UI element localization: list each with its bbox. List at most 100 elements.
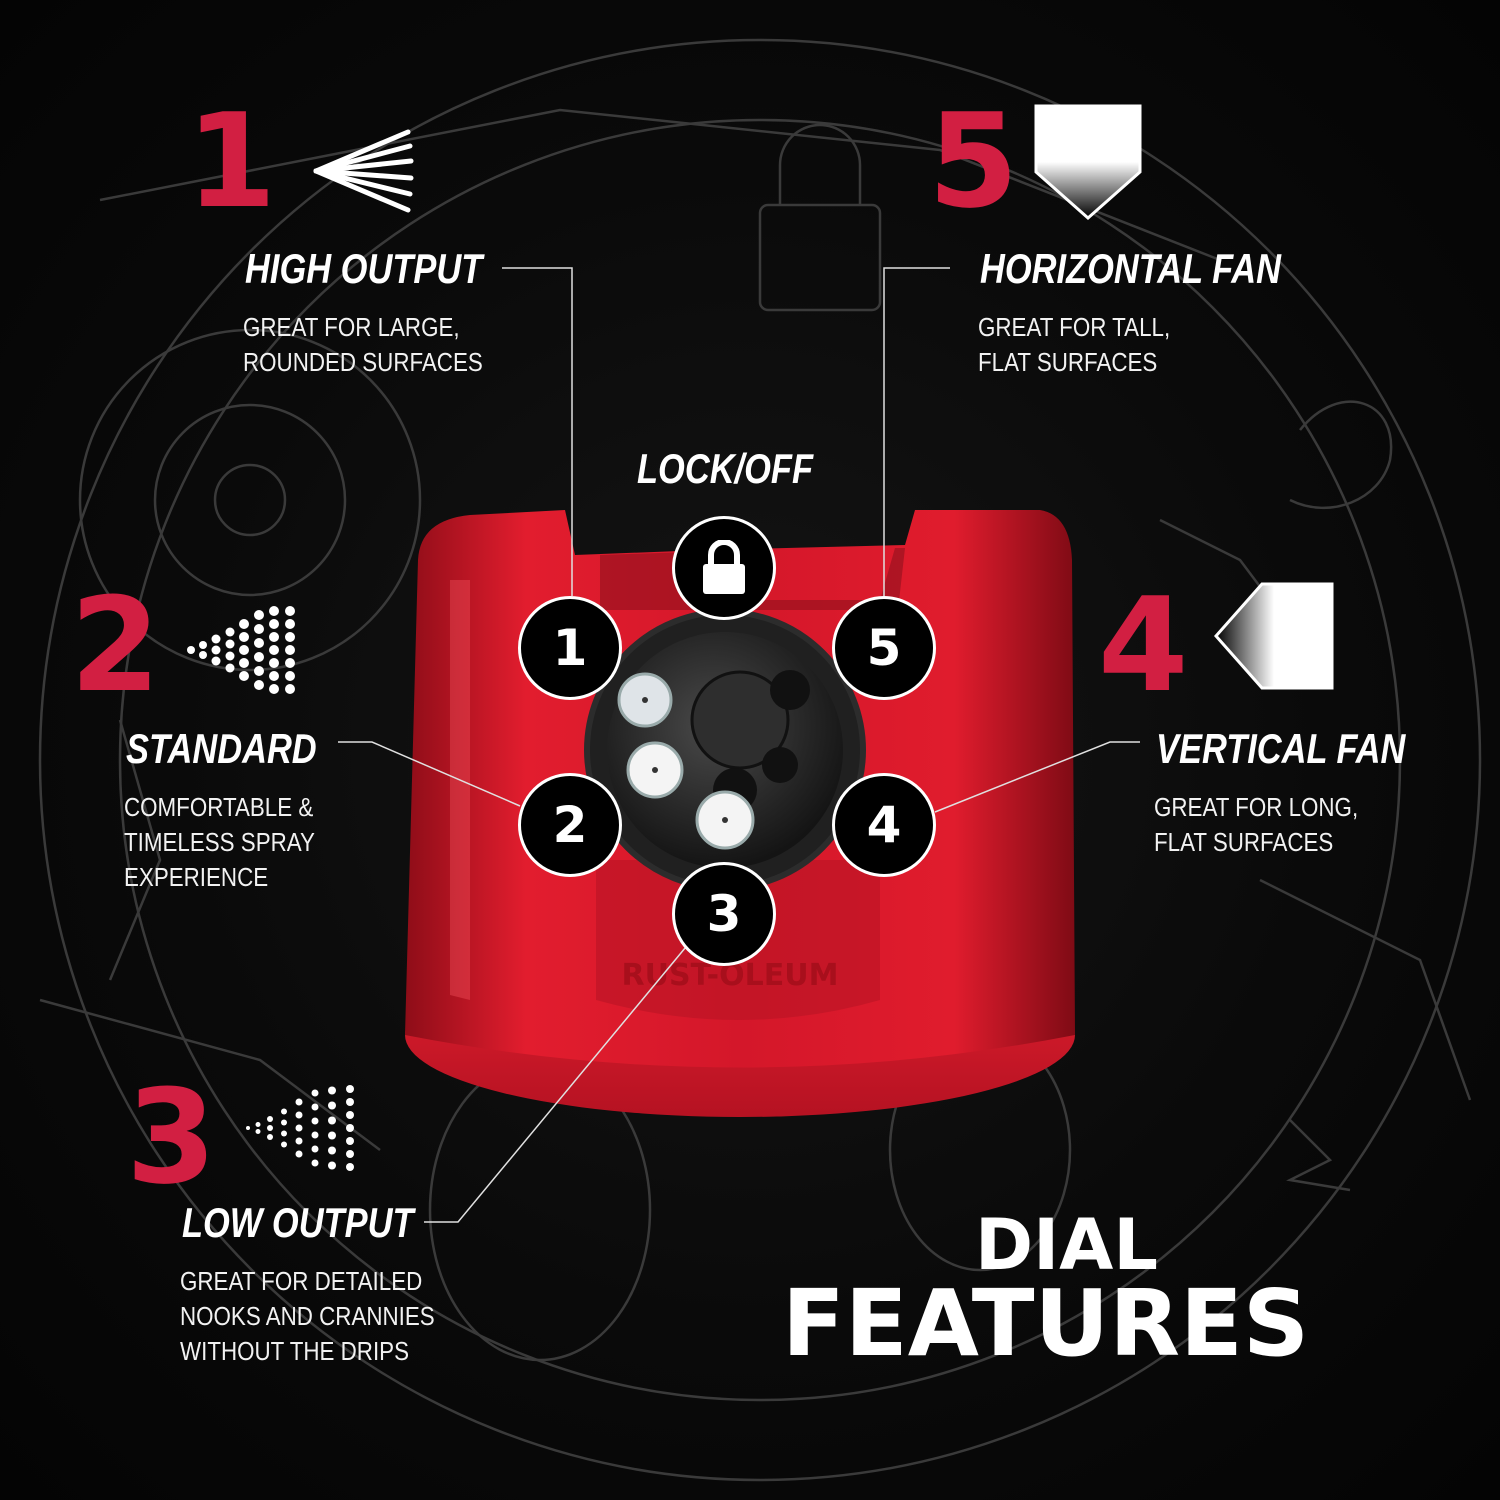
padlock-icon xyxy=(703,540,745,594)
feature-1-number: 1 xyxy=(186,85,277,237)
spray-dot xyxy=(267,1125,273,1131)
spray-dot xyxy=(239,645,249,655)
vertical-fan-icon xyxy=(1214,582,1334,690)
spray-dot xyxy=(281,1130,287,1137)
spray-dot xyxy=(211,656,221,666)
spray-dot xyxy=(255,1129,261,1134)
spray-dot xyxy=(346,1150,354,1158)
spray-dot xyxy=(246,1126,250,1130)
spray-dot xyxy=(311,1089,319,1097)
spray-dot xyxy=(225,627,235,637)
spray-dot xyxy=(285,684,295,694)
dial-badge-4: 4 xyxy=(832,773,936,877)
spray-dot xyxy=(295,1098,303,1106)
spray-dot xyxy=(225,639,235,649)
spray-dot xyxy=(267,1116,273,1122)
spray-dot xyxy=(295,1150,303,1158)
spray-dot xyxy=(254,680,264,690)
spray-dot xyxy=(211,645,221,655)
spray-dot xyxy=(311,1117,319,1125)
spray-dot xyxy=(285,632,295,642)
fine-mist-icon xyxy=(246,1085,354,1171)
spray-dot xyxy=(346,1085,354,1093)
spray-dot xyxy=(311,1131,319,1139)
spray-dot xyxy=(281,1108,287,1115)
spray-dot xyxy=(295,1137,303,1145)
spray-dot xyxy=(285,671,295,681)
headline-line-1: DIAL xyxy=(975,1204,1158,1286)
lock-off-title: LOCK/OFF xyxy=(637,445,814,492)
feature-2-description: COMFORTABLE & TIMELESS SPRAY EXPERIENCE xyxy=(124,792,315,892)
spray-dot xyxy=(346,1163,354,1171)
spray-dot xyxy=(328,1101,336,1110)
feature-1-description: GREAT FOR LARGE, ROUNDED SURFACES xyxy=(243,312,483,377)
dial-badge-1: 1 xyxy=(518,596,622,700)
spray-dot xyxy=(187,646,195,654)
spray-dot xyxy=(285,619,295,629)
spray-dots-icon xyxy=(187,606,295,694)
spray-dot xyxy=(346,1111,354,1119)
spray-dot xyxy=(346,1098,354,1106)
spray-dot xyxy=(225,663,235,673)
feature-3-description: GREAT FOR DETAILED NOOKS AND CRANNIES WI… xyxy=(180,1266,435,1366)
feature-2-number: 2 xyxy=(70,569,161,721)
spray-dot xyxy=(328,1131,336,1140)
spray-dot xyxy=(281,1119,287,1126)
spray-dot xyxy=(267,1134,273,1140)
spray-dot xyxy=(269,645,279,655)
spray-dot xyxy=(269,684,279,694)
spray-dot xyxy=(254,666,264,676)
spray-dot xyxy=(346,1137,354,1145)
feature-4-description: GREAT FOR LONG, FLAT SURFACES xyxy=(1154,792,1359,857)
spray-dot xyxy=(199,651,207,659)
spray-dot xyxy=(311,1145,319,1153)
spray-dot xyxy=(269,632,279,642)
feature-5-description: GREAT FOR TALL, FLAT SURFACES xyxy=(978,312,1171,377)
spray-dot xyxy=(328,1116,336,1125)
spray-dot xyxy=(239,658,249,668)
feature-5-number: 5 xyxy=(928,85,1019,237)
spray-dot xyxy=(254,610,264,620)
spray-dot xyxy=(285,658,295,668)
spray-dot xyxy=(346,1124,354,1132)
horizontal-fan-icon xyxy=(1034,104,1142,220)
spray-dot xyxy=(295,1111,303,1119)
lock-badge xyxy=(672,516,776,620)
spray-dot xyxy=(239,632,249,642)
feature-3-number: 3 xyxy=(126,1061,217,1213)
spray-dot xyxy=(254,624,264,634)
spray-dot xyxy=(285,645,295,655)
spray-dot xyxy=(311,1103,319,1111)
spray-dot xyxy=(295,1124,303,1132)
spray-dot xyxy=(285,606,295,616)
headline-line-2: FEATURES xyxy=(782,1270,1310,1377)
spray-dot xyxy=(211,634,221,644)
spray-dot xyxy=(269,658,279,668)
spray-dot xyxy=(239,671,249,681)
spray-dot xyxy=(281,1141,287,1148)
dial-badge-3: 3 xyxy=(672,862,776,966)
spray-dot xyxy=(328,1146,336,1155)
feature-4-title: VERTICAL FAN xyxy=(1156,725,1406,772)
spray-dot xyxy=(269,606,279,616)
feature-1-title: HIGH OUTPUT xyxy=(245,245,483,292)
dial-badge-2: 2 xyxy=(518,773,622,877)
dial-badge-5: 5 xyxy=(832,596,936,700)
spray-dot xyxy=(225,651,235,661)
spray-dot xyxy=(311,1159,319,1167)
spray-dot xyxy=(328,1161,336,1170)
feature-3-title: LOW OUTPUT xyxy=(182,1199,414,1246)
spray-dot xyxy=(328,1086,336,1095)
spray-lines-icon xyxy=(313,129,414,213)
spray-dot xyxy=(255,1122,261,1127)
spray-dot xyxy=(254,638,264,648)
feature-2-title: STANDARD xyxy=(126,725,317,772)
feature-5-title: HORIZONTAL FAN xyxy=(980,245,1282,292)
feature-4-number: 4 xyxy=(1098,569,1189,721)
spray-dot xyxy=(254,652,264,662)
spray-dot xyxy=(199,641,207,649)
spray-dot xyxy=(269,619,279,629)
spray-dot xyxy=(239,619,249,629)
